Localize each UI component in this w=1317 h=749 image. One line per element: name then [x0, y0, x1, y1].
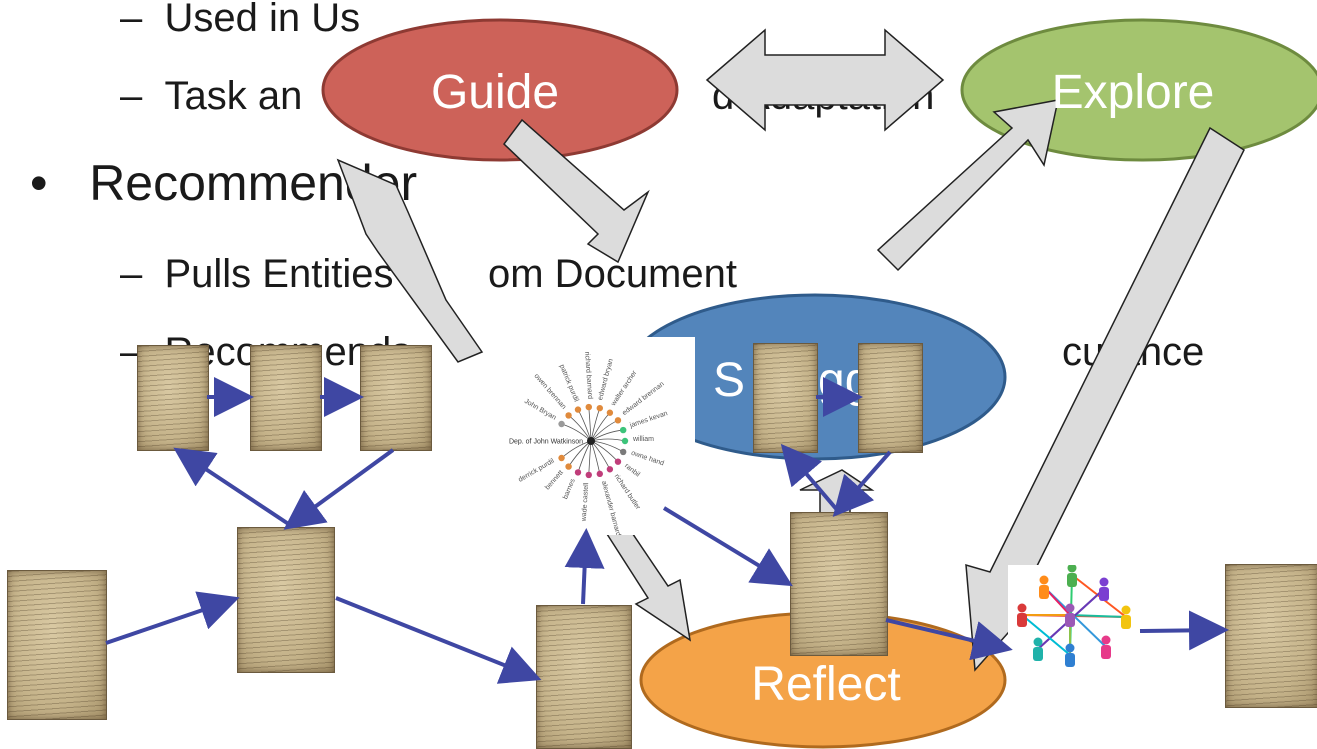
document-image [360, 345, 432, 451]
radial-graph-edge [588, 440, 592, 475]
network-edge [1069, 614, 1127, 618]
person-icon [1067, 563, 1077, 587]
radial-graph-center-node [587, 437, 595, 445]
suggest-label-start: S [713, 354, 745, 407]
bullet-pulls-entities: – Pulls Entities [120, 252, 394, 296]
radial-graph-label: wade castell [581, 482, 591, 522]
radial-graph-node [614, 417, 622, 424]
arrow-recommender-to-guide [336, 158, 484, 363]
bullet-pulls-entities-tail: om Document [488, 252, 737, 296]
document-image [753, 343, 818, 453]
radial-graph-label: John Bryan [523, 398, 557, 422]
radial-graph-center-label: Dep. of John Watkinson [509, 439, 583, 446]
radial-graph-node [621, 437, 629, 445]
radial-graph-node [596, 470, 603, 478]
document-image [250, 345, 322, 451]
explore-label: Explore [1052, 66, 1215, 119]
person-icon [1017, 603, 1027, 627]
radial-graph-label: richard butler [613, 473, 642, 511]
radial-graph-node [585, 471, 592, 479]
document-image [1225, 564, 1317, 708]
radial-graph-node [558, 420, 565, 428]
document-image [790, 512, 888, 656]
arrow-suggest-to-explore [876, 99, 1059, 272]
document-image [237, 527, 335, 673]
radial-graph-label: edward bryan [597, 358, 615, 401]
person-icon [1101, 635, 1111, 659]
radial-graph-label: james kevan [628, 410, 669, 430]
reflect-label: Reflect [751, 658, 900, 711]
radial-graph-node [585, 403, 592, 411]
radial-graph-label: alexander barnard [600, 480, 621, 535]
radial-graph-node [565, 463, 572, 470]
arrow-suggest-to-reflect [799, 469, 875, 517]
radial-graph-node [565, 412, 572, 419]
arrow-suggest-to-guide [503, 118, 650, 264]
document-image [7, 570, 107, 720]
radial-graph-label: richard barnard [583, 351, 593, 399]
radial-graph-label: patrick purdil [558, 364, 580, 404]
block-arrows [336, 99, 1245, 672]
bullet-task-and-adaptation: – Task an [120, 74, 303, 118]
person-icon [1121, 605, 1131, 629]
radial-graph-label: william [632, 436, 654, 443]
person-icon [1099, 577, 1109, 601]
radial-graph-label: barnes [562, 477, 577, 500]
radial-graph-node [606, 409, 614, 416]
radial-graph-node [574, 406, 582, 413]
radial-graph-node [619, 426, 627, 434]
radial-graph-label: owne hand [630, 450, 665, 468]
radial-graph-edge [590, 440, 619, 462]
person-icon [1039, 575, 1049, 599]
document-image [137, 345, 209, 451]
person-icon [1065, 643, 1075, 667]
radial-graph-node [614, 458, 622, 465]
document-image [858, 343, 923, 453]
guide-label: Guide [431, 66, 559, 119]
radial-graph-edge [590, 438, 626, 442]
radial-graph-edge [590, 440, 611, 470]
radial-graph-label: bennett [544, 469, 565, 491]
double-arrow-guide-explore [705, 28, 945, 132]
radial-graph-node [558, 454, 565, 462]
guide-node[interactable] [321, 18, 679, 162]
radial-graph-node [619, 448, 627, 456]
people-network-image [1008, 563, 1140, 677]
radial-graph-label: ranbil [623, 463, 641, 479]
person-icon [1065, 603, 1075, 627]
bullet-used-in-user: – Used in Us [120, 0, 361, 40]
person-icon [1033, 637, 1043, 661]
document-image [536, 605, 632, 749]
radial-graph-node [596, 404, 603, 412]
radial-graph-node [606, 466, 614, 473]
network-edge [1021, 614, 1071, 656]
radial-graph-node [574, 469, 582, 476]
